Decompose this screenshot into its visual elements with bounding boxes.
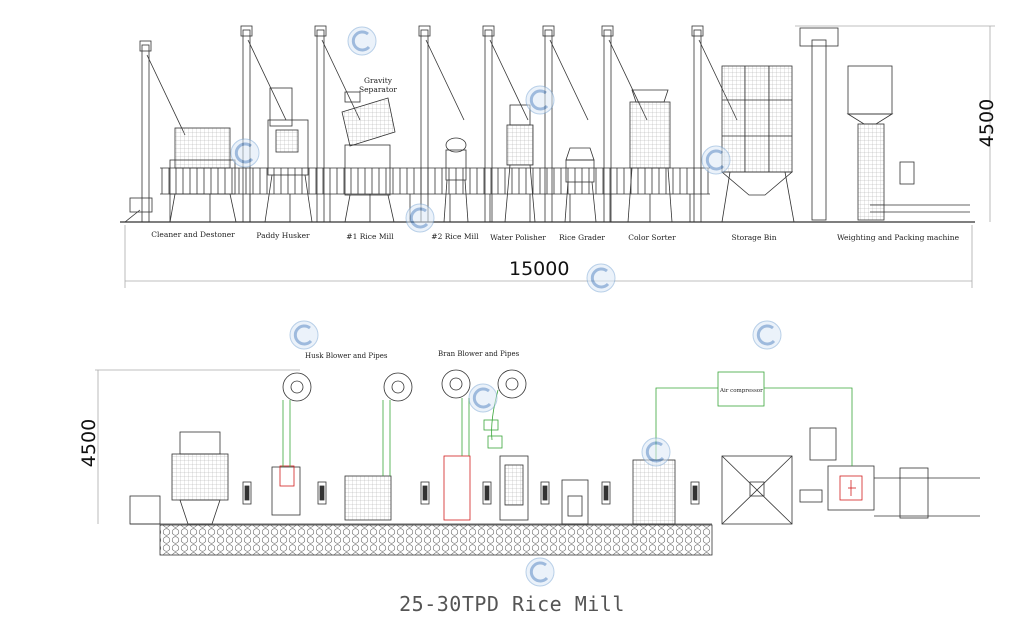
label-grader: Rice Grader [559, 233, 605, 242]
conveyor-units [242, 481, 700, 505]
gravity-separator-machine [341, 91, 396, 223]
label-polisher: Water Polisher [490, 233, 546, 242]
bucket-elevators [139, 25, 738, 223]
color-sorter-plan [632, 459, 676, 525]
dimension-width: 15000 [509, 258, 570, 280]
label-storage-bin: Storage Bin [731, 233, 777, 242]
color-sorter-machine [627, 89, 673, 223]
label-cleaner: Cleaner and Destoner [151, 230, 235, 239]
label-gravity-separator: Gravity Separator [358, 76, 398, 94]
storage-bin-plan [721, 455, 823, 525]
label-sorter: Color Sorter [628, 233, 676, 242]
rice-mill-2-machine [443, 137, 469, 223]
cleaner-destoner-machine [124, 127, 237, 223]
label-husker: Paddy Husker [256, 231, 310, 240]
label-air-compressor: Air compressor [720, 388, 763, 394]
weighing-packing-machine [799, 27, 970, 221]
packing-plan [809, 427, 980, 519]
label-mill1: #1 Rice Mill [346, 232, 394, 241]
rice-grader-machine [564, 147, 597, 223]
blower-pipes [282, 371, 853, 476]
storage-bin [720, 65, 795, 223]
drawing-caption: 25-30TPD Rice Mill [399, 592, 625, 616]
husker-plan [271, 372, 413, 521]
water-polisher-machine [504, 104, 536, 223]
cleaner-plan [129, 431, 229, 525]
dimension-height-bottom: 4500 [78, 418, 100, 468]
dimension-height-top: 4500 [976, 98, 998, 148]
label-bran-blower: Bran Blower and Pipes [438, 350, 520, 358]
honeycomb-floor [159, 524, 713, 556]
bottom-layout-view [95, 369, 980, 556]
label-packing: Weighting and Packing machine [836, 233, 960, 242]
watermark-logos [230, 26, 782, 587]
label-husk-blower: Husk Blower and Pipes [305, 352, 388, 360]
paddy-husker-machine [264, 87, 313, 223]
mills-plan [441, 369, 589, 525]
label-mill2: #2 Rice Mill [431, 232, 479, 241]
top-elevation-view [120, 25, 995, 288]
platform-railing [160, 167, 710, 222]
